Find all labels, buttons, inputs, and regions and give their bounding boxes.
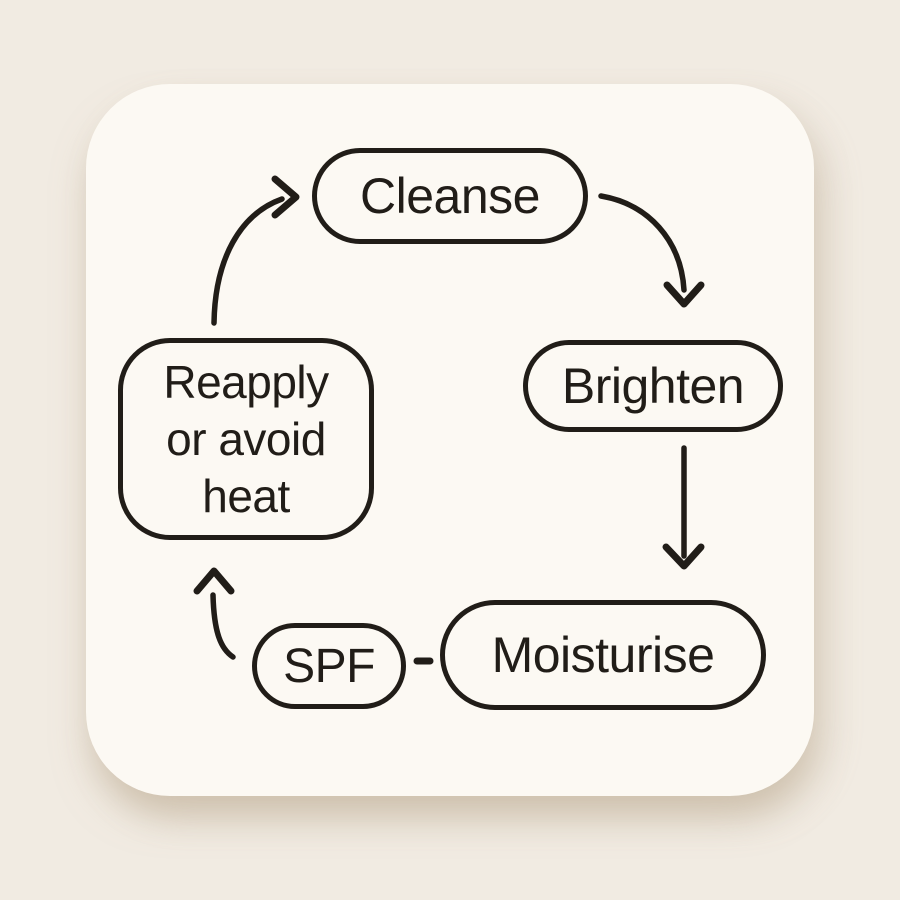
edge-spf-reapply bbox=[193, 567, 236, 660]
node-reapply-label-line3: heat bbox=[202, 469, 290, 522]
node-spf: SPF bbox=[252, 623, 406, 709]
node-spf-label: SPF bbox=[283, 639, 375, 693]
node-reapply-label-line1: Reapply bbox=[163, 355, 329, 408]
edge-reapply-cleanse bbox=[211, 175, 300, 326]
node-reapply-label-line2: or avoid bbox=[166, 412, 326, 465]
node-moisturise-label: Moisturise bbox=[491, 627, 715, 683]
edge-brighten-moisturise bbox=[662, 445, 705, 570]
node-cleanse-label: Cleanse bbox=[360, 168, 540, 224]
node-reapply: Reapply or avoid heat bbox=[118, 338, 374, 540]
node-moisturise: Moisturise bbox=[440, 600, 766, 710]
node-brighten-label: Brighten bbox=[561, 358, 745, 414]
edge-cleanse-brighten bbox=[598, 193, 705, 308]
node-brighten: Brighten bbox=[523, 340, 783, 432]
node-cleanse: Cleanse bbox=[312, 148, 588, 244]
